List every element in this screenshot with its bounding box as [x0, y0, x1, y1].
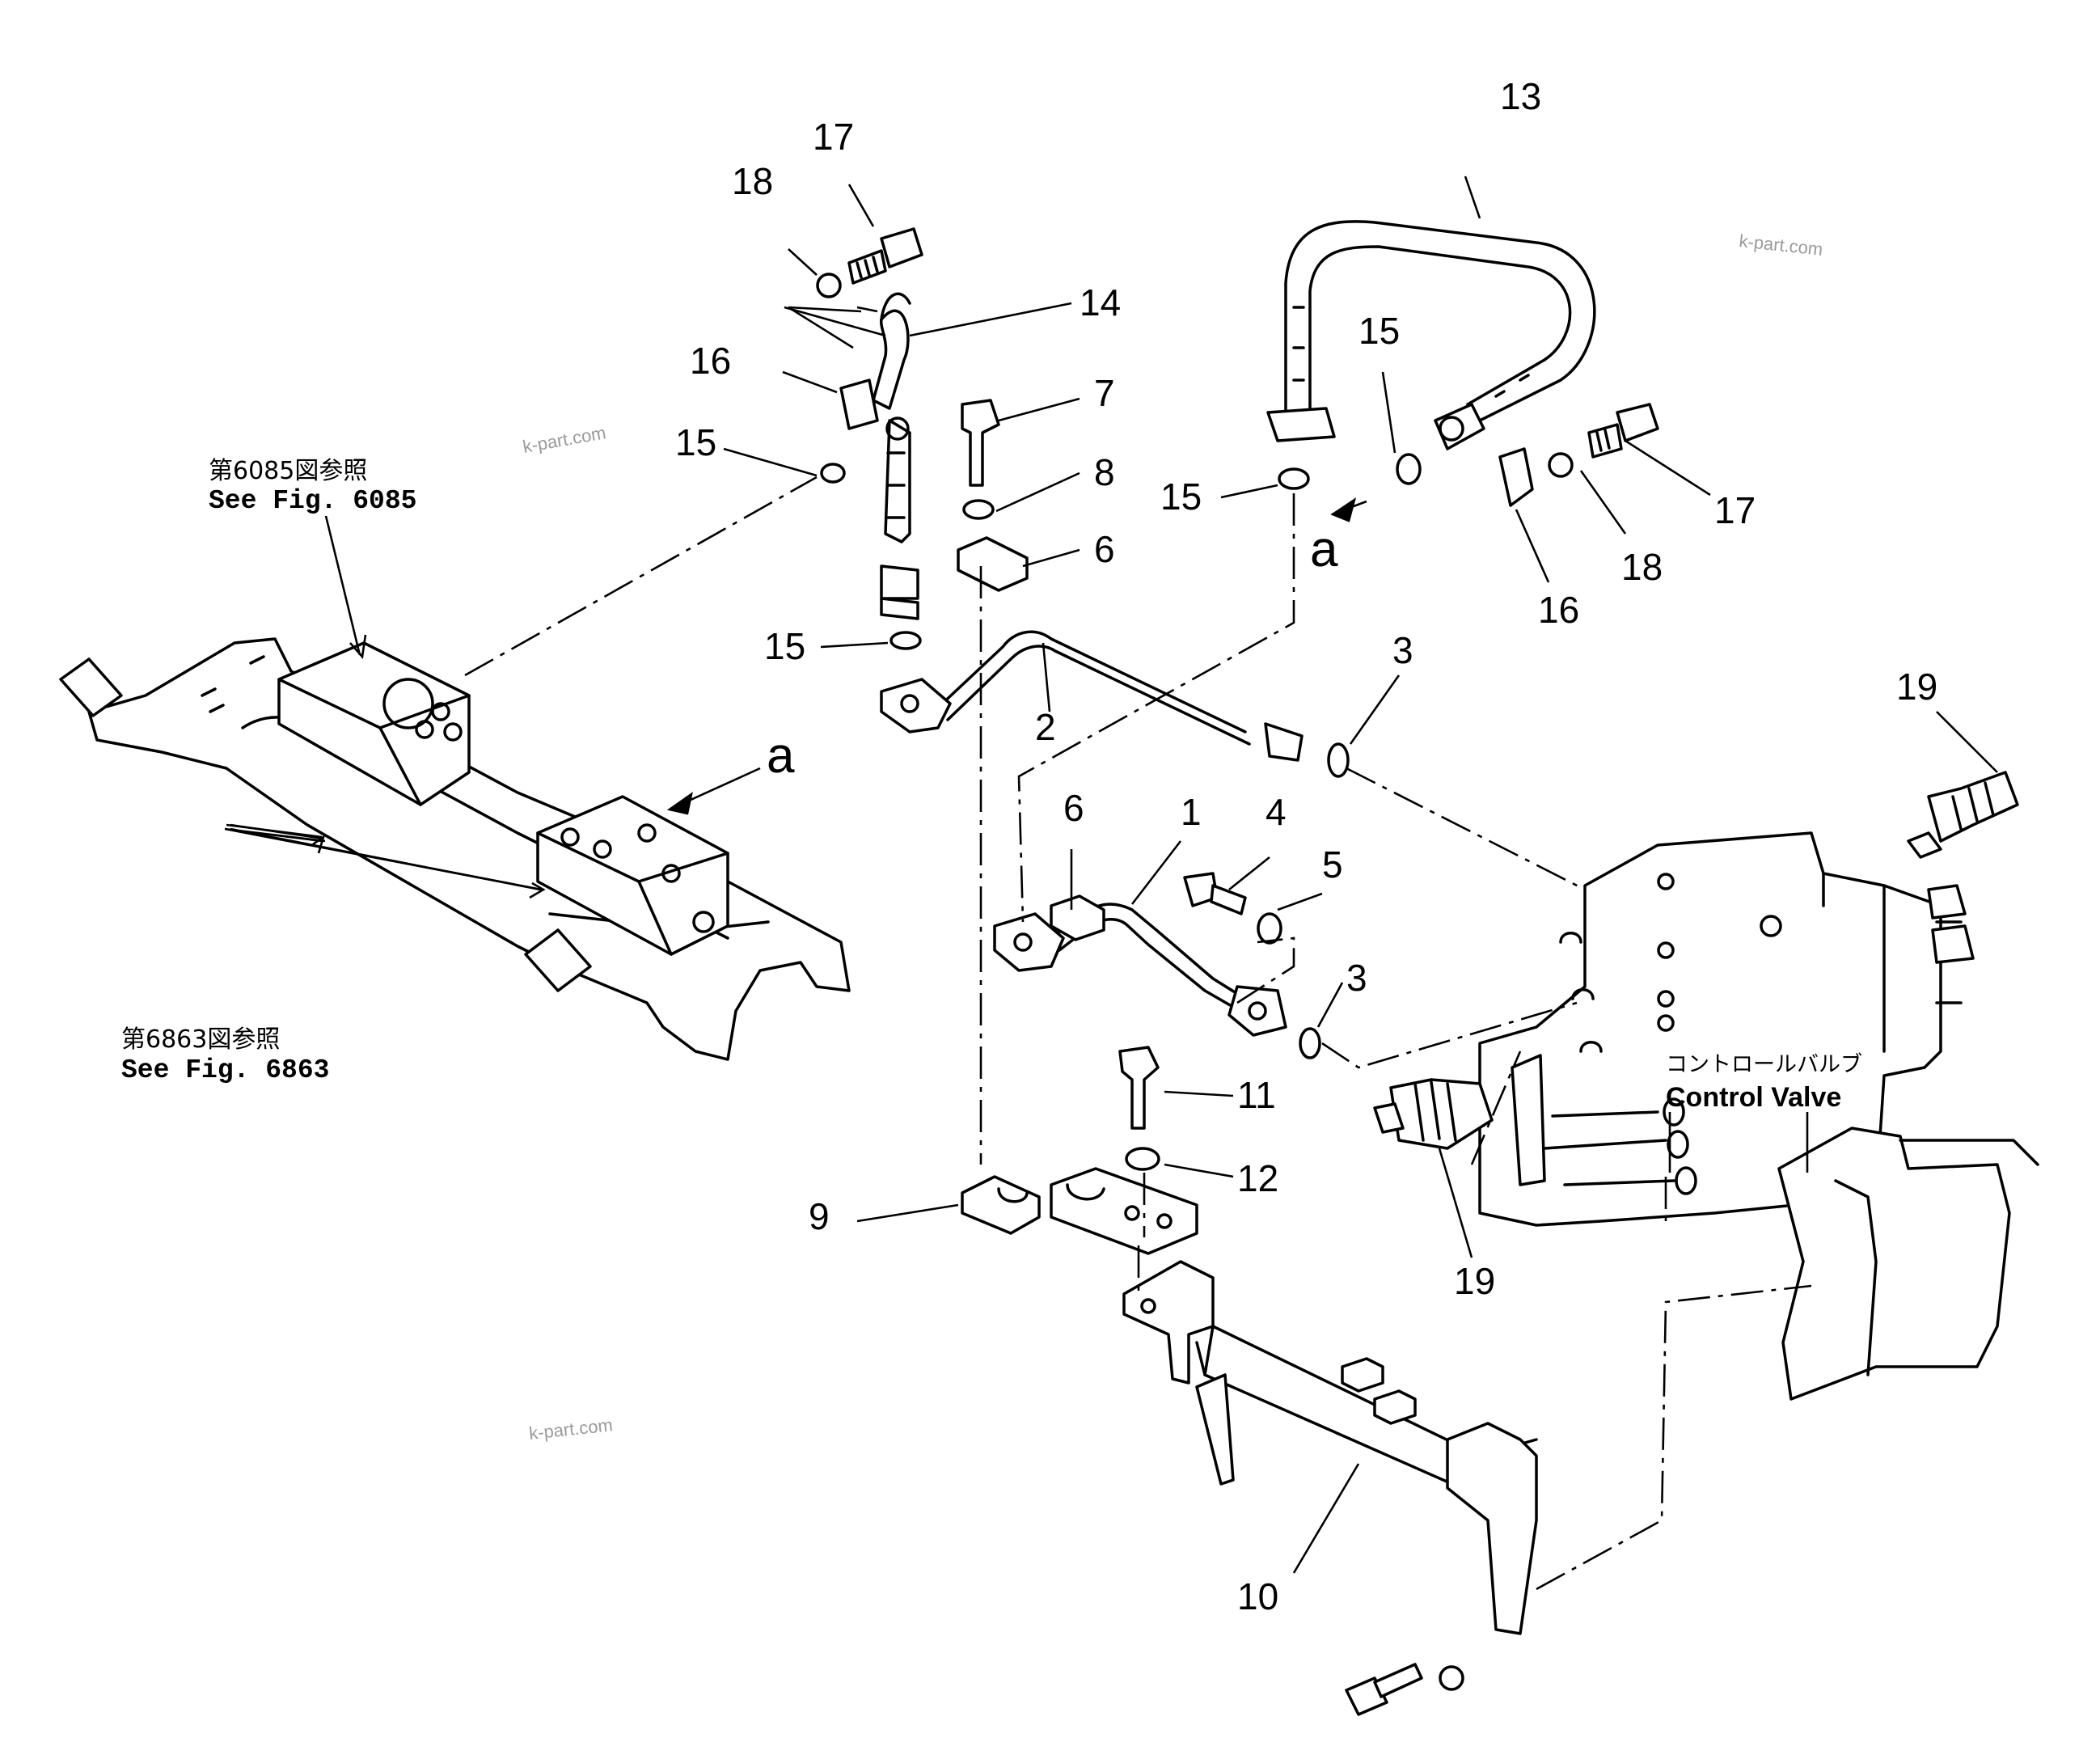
oring-15	[1396, 453, 1422, 485]
bolt-11	[1118, 1046, 1160, 1130]
relief-valve-19	[1907, 771, 2019, 859]
bolt-7	[961, 399, 1000, 487]
callout-number: 9	[809, 1195, 830, 1237]
callout-number: 3	[1392, 629, 1413, 671]
hose-13	[1266, 220, 1596, 450]
view-marker-a: a	[767, 728, 795, 784]
bracket-10	[1122, 1260, 1538, 1635]
valve-mount-bracket	[1777, 1127, 2039, 1401]
callout-number: 16	[690, 340, 731, 382]
callout-number: 4	[1265, 791, 1287, 833]
callout-number: 19	[1896, 666, 1937, 708]
callout-number: 19	[1454, 1260, 1495, 1302]
watermark: k-part.com	[528, 1414, 614, 1444]
callout-number: 17	[1714, 489, 1756, 531]
callout-number: 18	[1621, 546, 1663, 588]
callout-number: 7	[1094, 372, 1115, 414]
watermark: k-part.com	[1738, 230, 1823, 260]
watermark: k-part.com	[522, 422, 608, 457]
view-marker-a: a	[1310, 522, 1338, 577]
reference-label-ja: 第6863図参照	[121, 1025, 280, 1054]
callout-number: 18	[732, 160, 773, 202]
callout-number: 8	[1094, 451, 1115, 493]
washer-8	[962, 499, 995, 520]
clamp-6	[957, 536, 1029, 592]
control-valve-label-ja: コントロールバルブ	[1666, 1052, 1862, 1077]
washer-18	[816, 273, 842, 298]
clamp-16	[839, 378, 879, 430]
clamp-16	[1498, 447, 1534, 507]
callout-number: 6	[1094, 528, 1115, 570]
callout-number: 17	[813, 116, 854, 158]
oring-15	[889, 631, 922, 650]
oring-15	[820, 463, 846, 484]
callout-number: 14	[1080, 281, 1121, 323]
callout-number: 15	[1358, 310, 1400, 352]
oring-3	[1327, 742, 1350, 778]
oring-15	[1278, 467, 1310, 490]
callout-number: 12	[1237, 1157, 1278, 1199]
callout-number: 15	[764, 625, 805, 667]
callout-number: 16	[1538, 589, 1579, 631]
callout-number: 10	[1237, 1575, 1278, 1617]
relief-valve-19	[1373, 1078, 1494, 1150]
bolt-4	[1183, 872, 1247, 915]
callout-number: 11	[1237, 1074, 1276, 1116]
hose-14	[784, 292, 919, 620]
reference-label-ja: 第6085図参照	[209, 457, 367, 485]
washer-5	[1257, 912, 1282, 945]
callout-number: 6	[1063, 787, 1084, 829]
frame-assembly	[59, 637, 851, 1061]
callout-number: 15	[1160, 476, 1202, 518]
control-valve-label-en: Control Valve	[1666, 1082, 1841, 1113]
callout-number: 2	[1035, 706, 1056, 748]
tube-2	[880, 630, 1304, 762]
oring-3	[1299, 1027, 1321, 1059]
callout-number: 13	[1500, 75, 1541, 117]
bolt-lower	[1345, 1663, 1464, 1716]
callout-number: 1	[1181, 791, 1202, 833]
clamp-9	[961, 1167, 1198, 1255]
control-valve	[1478, 831, 1975, 1227]
tube-1	[993, 894, 1287, 1037]
reference-label-en: See Fig. 6085	[209, 486, 416, 516]
washer-12	[1125, 1147, 1160, 1171]
callout-number: 3	[1346, 957, 1367, 999]
washer-18	[1548, 452, 1574, 478]
callout-number: 15	[675, 421, 716, 463]
bolt-17	[1587, 403, 1659, 459]
callout-number: 5	[1322, 843, 1343, 886]
bolt-17	[847, 227, 923, 285]
reference-label-en: See Fig. 6863	[121, 1055, 329, 1085]
